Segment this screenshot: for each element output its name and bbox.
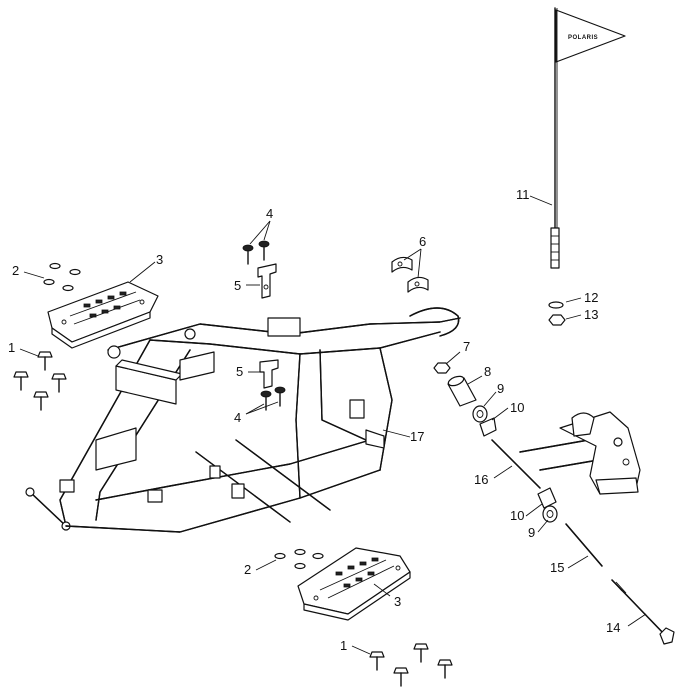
callout-4-lower: 4 (234, 410, 241, 425)
bolts-1-upper (13, 351, 67, 411)
callout-16: 16 (474, 472, 488, 487)
callout-5-lower: 5 (236, 364, 243, 379)
bolts-1-lower (369, 643, 453, 687)
bushing-10-upper (479, 417, 497, 437)
washer-9-upper (472, 405, 488, 423)
skid-plate-3-upper (47, 281, 159, 349)
callout-14: 14 (606, 620, 620, 635)
callout-1-lower: 1 (340, 638, 347, 653)
swing-arm-16 (491, 411, 641, 495)
skid-plate-3-lower (297, 547, 411, 621)
leader-11 (529, 195, 553, 206)
flag-brand-text: POLARIS (568, 35, 598, 41)
main-frame (25, 307, 461, 533)
callout-6: 6 (419, 234, 426, 249)
callout-15: 15 (550, 560, 564, 575)
washer-9-lower (542, 505, 558, 523)
callout-17: 17 (410, 429, 424, 444)
clips-6 (391, 256, 429, 293)
callout-9-lower: 9 (528, 525, 535, 540)
leader-13 (565, 314, 582, 320)
washers-2-upper (43, 262, 81, 292)
callout-5-upper: 5 (234, 278, 241, 293)
washer-12 (548, 301, 564, 309)
bracket-5-upper (257, 263, 277, 299)
callout-2-lower: 2 (244, 562, 251, 577)
nut-13 (548, 314, 566, 326)
callout-10-upper: 10 (510, 400, 524, 415)
callout-3-lower: 3 (394, 594, 401, 609)
callout-8: 8 (484, 364, 491, 379)
flag-pennant (555, 9, 626, 63)
whip-base (550, 227, 560, 269)
washers-2-lower (274, 548, 324, 570)
callout-10-lower: 10 (510, 508, 524, 523)
callout-7: 7 (463, 339, 470, 354)
callout-4-upper: 4 (266, 206, 273, 221)
callout-2-upper: 2 (12, 263, 19, 278)
callout-11: 11 (516, 187, 530, 202)
callout-1-upper: 1 (8, 340, 15, 355)
callout-3-upper: 3 (156, 252, 163, 267)
leader-12 (565, 297, 582, 303)
bolts-4-lower (260, 386, 286, 411)
bracket-5-lower (259, 359, 279, 389)
callout-9-upper: 9 (497, 381, 504, 396)
callout-13: 13 (584, 307, 598, 322)
bolts-4-upper (242, 240, 270, 265)
bushing-10-lower (537, 487, 557, 509)
callout-12: 12 (584, 290, 598, 305)
nut-7 (433, 362, 451, 374)
pivot-bolt-14 (611, 579, 675, 645)
flag-whip: POLARIS (550, 7, 626, 269)
